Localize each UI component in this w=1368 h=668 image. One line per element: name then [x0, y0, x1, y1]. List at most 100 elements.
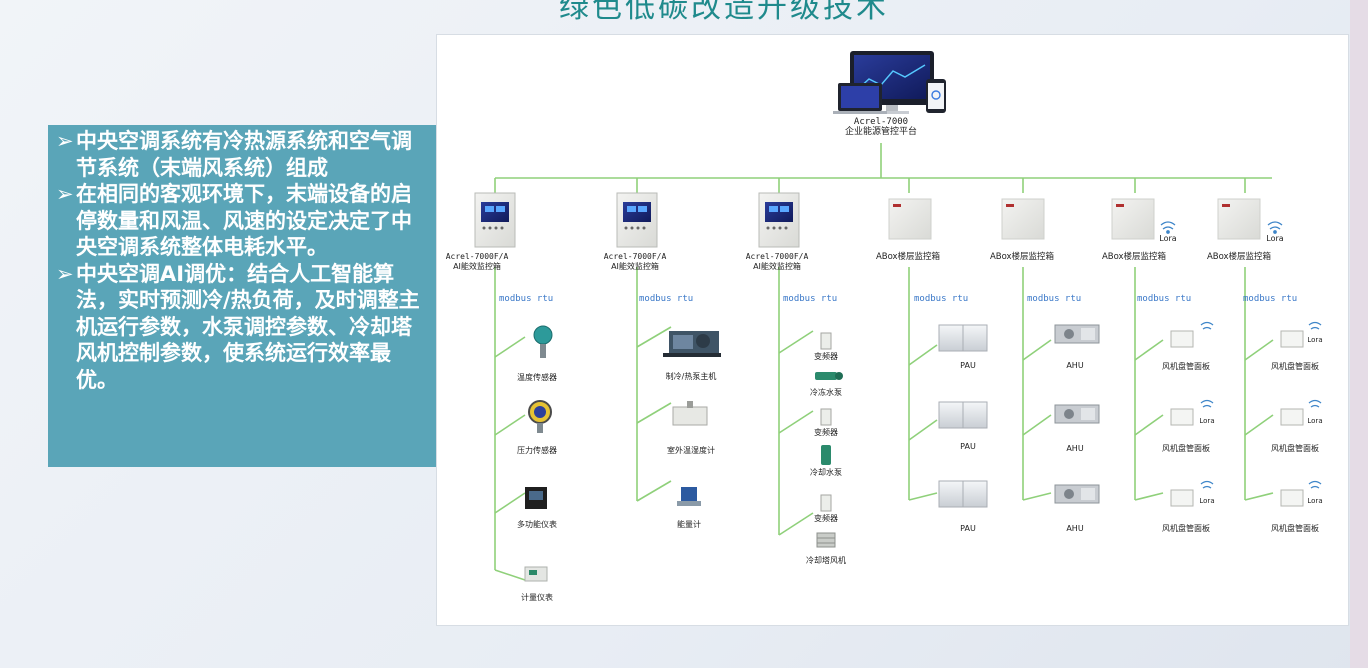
bullet-arrow-icon: ➢: [56, 261, 74, 286]
fcu-panel-icon: [1170, 399, 1214, 426]
device-label: 冷却塔风机: [806, 555, 846, 565]
controller-name: AI能效监控箱: [453, 261, 501, 271]
lora-label: Lora: [1266, 234, 1284, 243]
platform-desc: 企业能源管控平台: [845, 125, 917, 137]
info-panel: ➢中央空调系统有冷热源系统和空气调节系统（末端风系统）组成 ➢在相同的客观环境下…: [48, 125, 436, 467]
device-label: 风机盘管面板: [1271, 361, 1319, 371]
metering-device-icon: [524, 566, 548, 582]
fcu-panel-icon: [1280, 321, 1322, 348]
bullet-item: ➢中央空调系统有冷热源系统和空气调节系统（末端风系统）组成: [56, 128, 428, 181]
system-diagram: Acrel-7000 企业能源管控平台 Acrel-7000F/A AI能效监控…: [436, 34, 1349, 626]
chiller-heat-pump-icon: [663, 331, 721, 357]
bullet-arrow-icon: ➢: [56, 182, 74, 206]
lora-label: Lora: [1159, 234, 1177, 243]
abox-label: ABox楼层监控箱: [1102, 251, 1167, 262]
protocol-label: modbus rtu: [499, 294, 553, 304]
bullet-text: 中央空调系统有冷热源系统和空气调节系统（末端风系统）组成: [76, 129, 412, 180]
bullet-arrow-icon: ➢: [56, 129, 74, 153]
controller-name: AI能效监控箱: [611, 261, 659, 271]
pau-unit-icon: [938, 480, 988, 508]
inverter-icon: [820, 494, 832, 512]
cooling-tower-icon: [816, 532, 836, 548]
cooling-water-pump-icon: [821, 445, 831, 465]
pau-unit-icon: [938, 401, 988, 429]
controller-cabinet-icon: [474, 192, 516, 248]
right-edge-strip: [1350, 0, 1368, 668]
outdoor-hygrometer-icon: [672, 401, 708, 426]
diagram-canvas: Acrel-7000 企业能源管控平台 Acrel-7000F/A AI能效监控…: [446, 51, 1323, 602]
platform-name: Acrel-7000: [854, 117, 908, 127]
abox-cabinet-icon: [1217, 198, 1261, 240]
unit-label: AHU: [1066, 361, 1083, 370]
abox-label: ABox楼层监控箱: [1207, 251, 1272, 262]
abox-cabinet-icon: [888, 198, 932, 240]
connection-lines: [494, 143, 1274, 581]
protocol-label: modbus rtu: [783, 294, 837, 304]
device-label: 能量计: [677, 519, 701, 529]
fcu-panel-icon: [1170, 480, 1214, 507]
controller-model: Acrel-7000F/A: [746, 252, 809, 261]
lora-label: Lora: [1199, 497, 1214, 505]
unit-label: AHU: [1066, 444, 1083, 453]
protocol-label: modbus rtu: [1243, 294, 1297, 304]
lora-label: Lora: [1307, 497, 1322, 505]
inverter-icon: [820, 332, 832, 350]
bullet-item: ➢中央空调AI调优：结合人工智能算法，实时预测冷/热负荷，及时调整主机运行参数，…: [56, 261, 428, 394]
abox-cabinet-icon: [1001, 198, 1045, 240]
chilled-water-pump-icon: [815, 372, 843, 380]
device-label: 计量仪表: [521, 592, 553, 602]
fcu-panel-icon: [1280, 399, 1322, 426]
controller-model: Acrel-7000F/A: [446, 252, 509, 261]
device-label: 变频器: [814, 351, 838, 361]
temperature-sensor-icon: [533, 325, 553, 358]
energy-meter-icon: [677, 487, 701, 506]
device-label: 变频器: [814, 427, 838, 437]
ahu-unit-icon: [1054, 404, 1100, 424]
controller-name: AI能效监控箱: [753, 261, 801, 271]
device-label: 变频器: [814, 513, 838, 523]
inverter-icon: [820, 408, 832, 426]
abox-label: ABox楼层监控箱: [876, 251, 941, 262]
lora-wifi-icon: [1267, 221, 1283, 234]
controller-cabinet-icon: [758, 192, 800, 248]
protocol-label: modbus rtu: [1027, 294, 1081, 304]
abox-label: ABox楼层监控箱: [990, 251, 1055, 262]
protocol-label: modbus rtu: [639, 294, 693, 304]
fcu-panel-icon: [1170, 321, 1214, 348]
protocol-label: modbus rtu: [1137, 294, 1191, 304]
device-label: 温度传感器: [517, 372, 557, 382]
abox-cabinet-icon: [1111, 198, 1155, 240]
bullet-item: ➢在相同的客观环境下，末端设备的启停数量和风温、风速的设定决定了中央空调系统整体…: [56, 181, 428, 261]
platform-devices-icon: [833, 51, 946, 114]
lora-label: Lora: [1307, 417, 1322, 425]
lora-label: Lora: [1307, 336, 1322, 344]
multifunction-meter-icon: [525, 487, 547, 509]
controller-model: Acrel-7000F/A: [604, 252, 667, 261]
pau-unit-icon: [938, 324, 988, 352]
device-label: 多功能仪表: [517, 519, 557, 529]
device-label: 室外温湿度计: [667, 445, 715, 455]
pressure-gauge-icon: [528, 400, 552, 433]
controller-cabinet-icon: [616, 192, 658, 248]
ahu-unit-icon: [1054, 324, 1100, 344]
lora-wifi-icon: [1160, 221, 1176, 234]
unit-label: PAU: [960, 524, 976, 533]
protocol-label: modbus rtu: [914, 294, 968, 304]
unit-label: PAU: [960, 442, 976, 451]
bullet-text: 中央空调AI调优：结合人工智能算法，实时预测冷/热负荷，及时调整主机运行参数，水…: [76, 261, 420, 392]
page-title: 绿色低碳改造升级技术: [559, 0, 889, 25]
unit-label: AHU: [1066, 524, 1083, 533]
unit-label: PAU: [960, 361, 976, 370]
device-label: 压力传感器: [517, 445, 557, 455]
ahu-unit-icon: [1054, 484, 1100, 504]
device-label: 风机盘管面板: [1162, 523, 1210, 533]
fcu-panel-icon: [1280, 480, 1322, 507]
bullet-text: 在相同的客观环境下，末端设备的启停数量和风温、风速的设定决定了中央空调系统整体电…: [76, 182, 412, 259]
device-label: 风机盘管面板: [1271, 523, 1319, 533]
device-label: 冷冻水泵: [810, 387, 842, 397]
device-label: 风机盘管面板: [1271, 443, 1319, 453]
device-label: 冷却水泵: [810, 467, 842, 477]
device-label: 风机盘管面板: [1162, 443, 1210, 453]
lora-label: Lora: [1199, 417, 1214, 425]
device-label: 风机盘管面板: [1162, 361, 1210, 371]
